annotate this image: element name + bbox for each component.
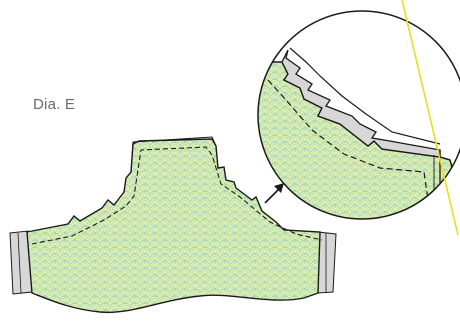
diagram-label: Dia. E — [33, 96, 76, 113]
lining-right — [317, 231, 337, 294]
seam-line — [31, 146, 323, 245]
magnifier-circle — [257, 10, 460, 220]
edge-binding — [130, 136, 217, 173]
pattern-piece — [9, 136, 337, 314]
guide-line — [401, 0, 459, 236]
arrow-up-right-icon — [264, 183, 284, 204]
magnified-seam — [267, 79, 429, 201]
magnified-lining — [281, 49, 441, 158]
